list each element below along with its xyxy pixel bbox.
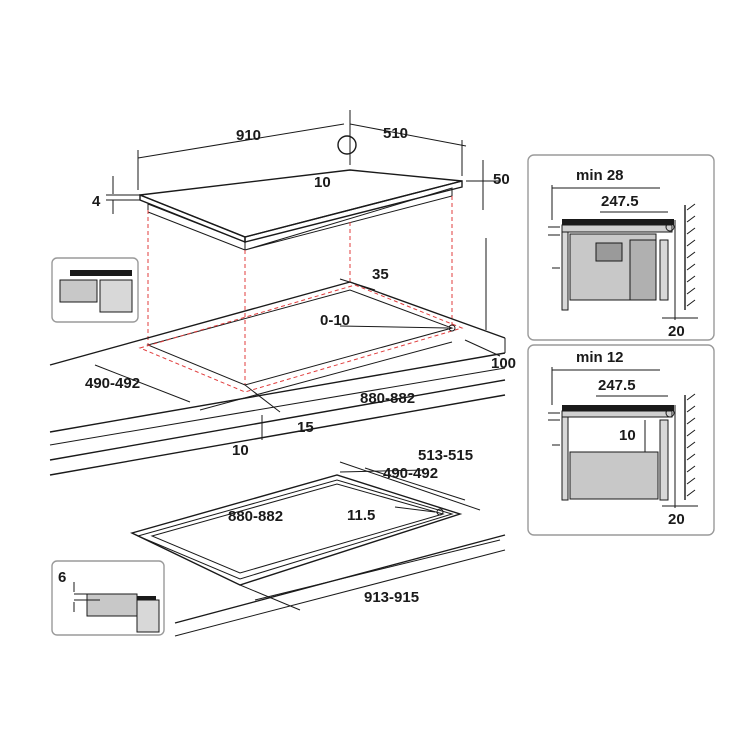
hob-width-label: 910 [236,127,261,144]
hob-footprint-dashed [138,284,464,393]
corner-marker-icon [448,324,456,332]
cutout-depth-label: 490-492 [85,375,140,392]
rear-gap-label: 100 [491,355,516,372]
wall-gap-bottom-label: 20 [668,511,685,528]
recess-inner-depth-label: 490-492 [383,465,438,482]
worktop-recessed: 513-515 490-492 880-882 11.5 913-915 [49,379,506,637]
recess-outer-width-label: 913-915 [364,589,419,606]
side-panel-top: min 28 247.5 20 [527,154,715,341]
recess-radius-label: 11.5 [347,507,375,524]
hob-dimensions: 910 510 10 4 50 [92,110,510,214]
worktop-flush: 35 0-10 490-492 880-882 15 10 100 [49,238,516,459]
gap-bottom-label: 10 [619,427,636,444]
recess-outer-depth-label: 513-515 [418,447,473,464]
glass-thickness-label: 4 [92,193,101,210]
offset-bottom-label: 247.5 [598,377,636,394]
side-panel-bottom: min 12 247.5 10 20 [527,344,715,536]
wall-gap-top-label: 20 [668,323,685,340]
cutout-outline [146,289,454,386]
center-marker-icon [337,135,357,155]
frame-height-label: 50 [493,171,510,188]
front-margin-label: 15 [297,419,314,436]
hob-glass-side-edge [244,180,463,243]
tolerance-label: 0-10 [320,312,350,329]
corner-marker-icon [436,508,444,516]
recess-outer [130,474,463,586]
recess-rebate [136,479,454,580]
min-clearance-top-label: min 28 [576,167,624,184]
recessed-detail-box: 6 [51,560,165,636]
hob-housing-side [244,187,453,251]
recess-inner-width-label: 880-882 [228,508,283,525]
hob-drawing [139,169,463,385]
min-clearance-bottom-label: min 12 [576,349,624,366]
front-offset-label: 10 [232,442,249,459]
clip-marker-icon [665,408,675,418]
recess-inner [150,483,445,574]
hob-housing-front [147,203,246,251]
clip-marker-icon [665,222,675,232]
flush-detail-box [51,257,139,323]
offset-top-label: 247.5 [601,193,639,210]
rebate-depth-label: 6 [58,569,66,586]
hob-glass-front-edge [139,193,246,244]
back-margin-label: 35 [372,266,389,283]
hob-edge-offset-label: 10 [314,174,331,191]
hob-glass-top [139,169,463,238]
hob-depth-label: 510 [383,125,408,142]
